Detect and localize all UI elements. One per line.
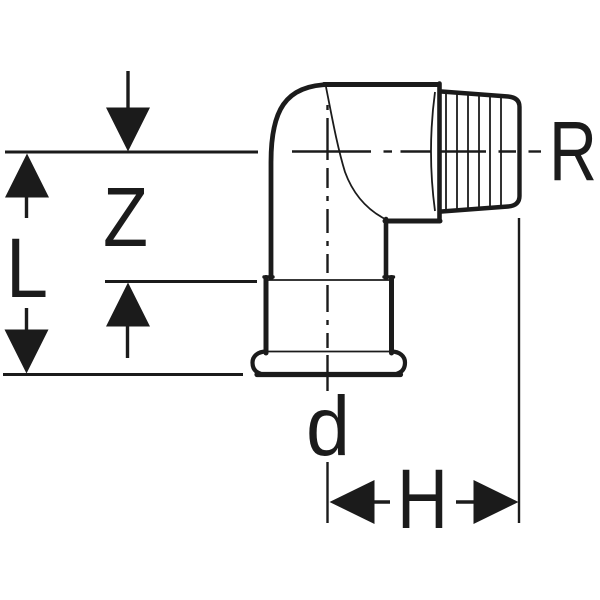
- dimension-label-H: H: [397, 452, 448, 546]
- z-arrow-up-icon: [106, 282, 150, 327]
- z-arrow-down-icon: [106, 107, 150, 152]
- dimension-label-R: R: [549, 104, 597, 198]
- thread-hatching: [445, 92, 502, 211]
- dimension-arrows: [4, 71, 519, 524]
- thread-base-curve: [430, 91, 436, 212]
- elbow-body-outline: [250, 81, 522, 378]
- h-arrow-left-icon: [329, 480, 375, 524]
- dimension-label-Z: Z: [103, 170, 148, 264]
- h-arrow-right-icon: [473, 480, 519, 524]
- thread-outline: [439, 89, 522, 214]
- press-bead-left: [250, 349, 269, 376]
- inner-corner-curve: [325, 86, 386, 220]
- l-arrow-up-icon: [5, 153, 49, 198]
- outer-corner-curve: [268, 82, 334, 281]
- elbow-thin-lines: [267, 86, 436, 353]
- dimension-label-d: d: [306, 379, 350, 473]
- l-arrow-down-icon: [4, 329, 49, 374]
- dimension-label-L: L: [6, 221, 48, 315]
- dimension-lines: [3, 150, 521, 523]
- press-bead-right: [388, 349, 408, 376]
